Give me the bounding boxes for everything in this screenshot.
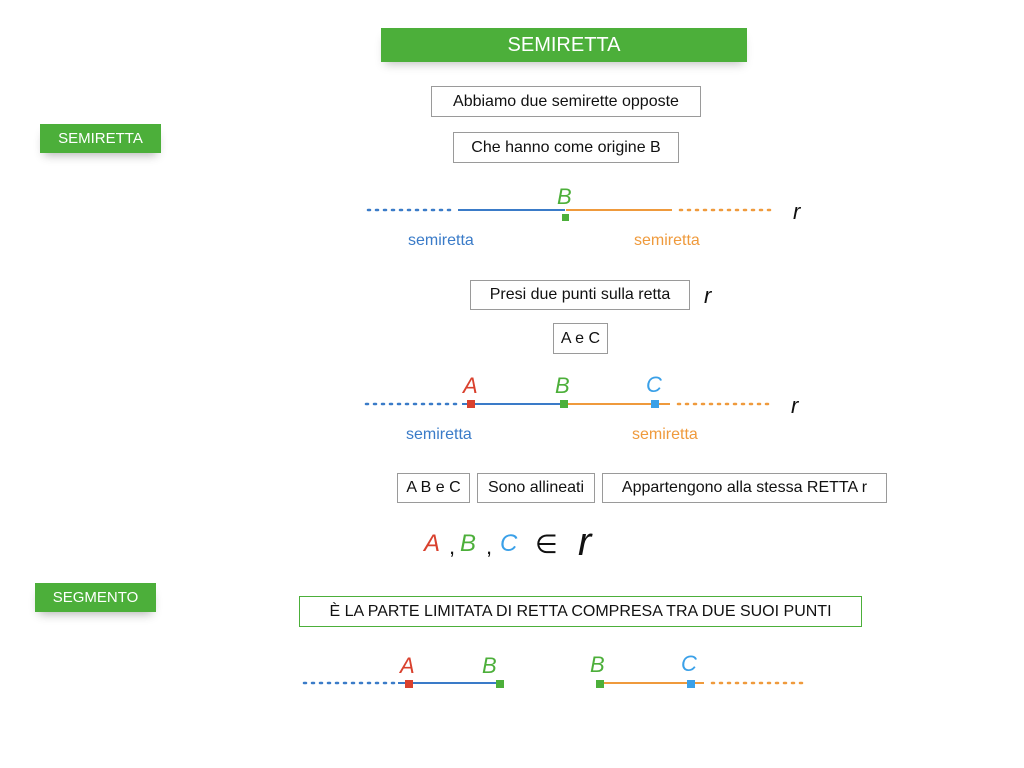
seg-label-b1: B bbox=[482, 653, 497, 678]
side-label-segmento: SEGMENTO bbox=[35, 583, 156, 612]
ray-caption-right-1: semiretta bbox=[634, 232, 700, 249]
box-segment-definition: È LA PARTE LIMITATA DI RETTA COMPRESA TR… bbox=[299, 596, 862, 627]
box-two-rays: Abbiamo due semirette opposte bbox=[431, 86, 701, 117]
line-r-label-2: r bbox=[704, 283, 712, 308]
box-belong: Appartengono alla stessa RETTA r bbox=[602, 473, 887, 503]
ray-caption-left-1: semiretta bbox=[408, 232, 474, 249]
seg-label-a: A bbox=[400, 653, 415, 678]
ray-caption-right-2: semiretta bbox=[632, 426, 698, 443]
point-c-marker-2 bbox=[651, 400, 659, 408]
membership-b: B bbox=[460, 530, 477, 557]
box-aligned: Sono allineati bbox=[477, 473, 595, 503]
line-r-label-3: r bbox=[791, 393, 799, 418]
element-of-symbol: ∈ bbox=[535, 529, 558, 559]
box-two-points: Presi due punti sulla retta bbox=[470, 280, 690, 310]
box-abc: A B e C bbox=[397, 473, 470, 503]
ray-caption-left-2: semiretta bbox=[406, 426, 472, 443]
box-a-c: A e C bbox=[553, 323, 608, 354]
point-a-label-2: A bbox=[463, 373, 478, 398]
point-b-label-2: B bbox=[555, 373, 570, 398]
membership-c: C bbox=[500, 530, 518, 557]
point-b-marker-1 bbox=[562, 214, 569, 221]
membership-r: r bbox=[578, 520, 592, 564]
membership-comma-1: , bbox=[449, 534, 456, 559]
seg-point-a bbox=[405, 680, 413, 688]
box-origin: Che hanno come origine B bbox=[453, 132, 679, 163]
point-a-marker-2 bbox=[467, 400, 475, 408]
point-b-label-1: B bbox=[557, 184, 572, 209]
point-c-label-2: C bbox=[646, 372, 662, 397]
membership-comma-2: , bbox=[486, 534, 493, 559]
membership-a: A bbox=[424, 530, 441, 557]
seg-label-b2: B bbox=[590, 652, 605, 677]
line-r-label-1: r bbox=[793, 199, 801, 224]
page-title: SEMIRETTA bbox=[381, 28, 747, 62]
seg-label-c: C bbox=[681, 651, 697, 676]
side-label-semiretta: SEMIRETTA bbox=[40, 124, 161, 153]
point-b-marker-2 bbox=[560, 400, 568, 408]
seg-point-b1 bbox=[496, 680, 504, 688]
seg-point-b2 bbox=[596, 680, 604, 688]
seg-point-c bbox=[687, 680, 695, 688]
